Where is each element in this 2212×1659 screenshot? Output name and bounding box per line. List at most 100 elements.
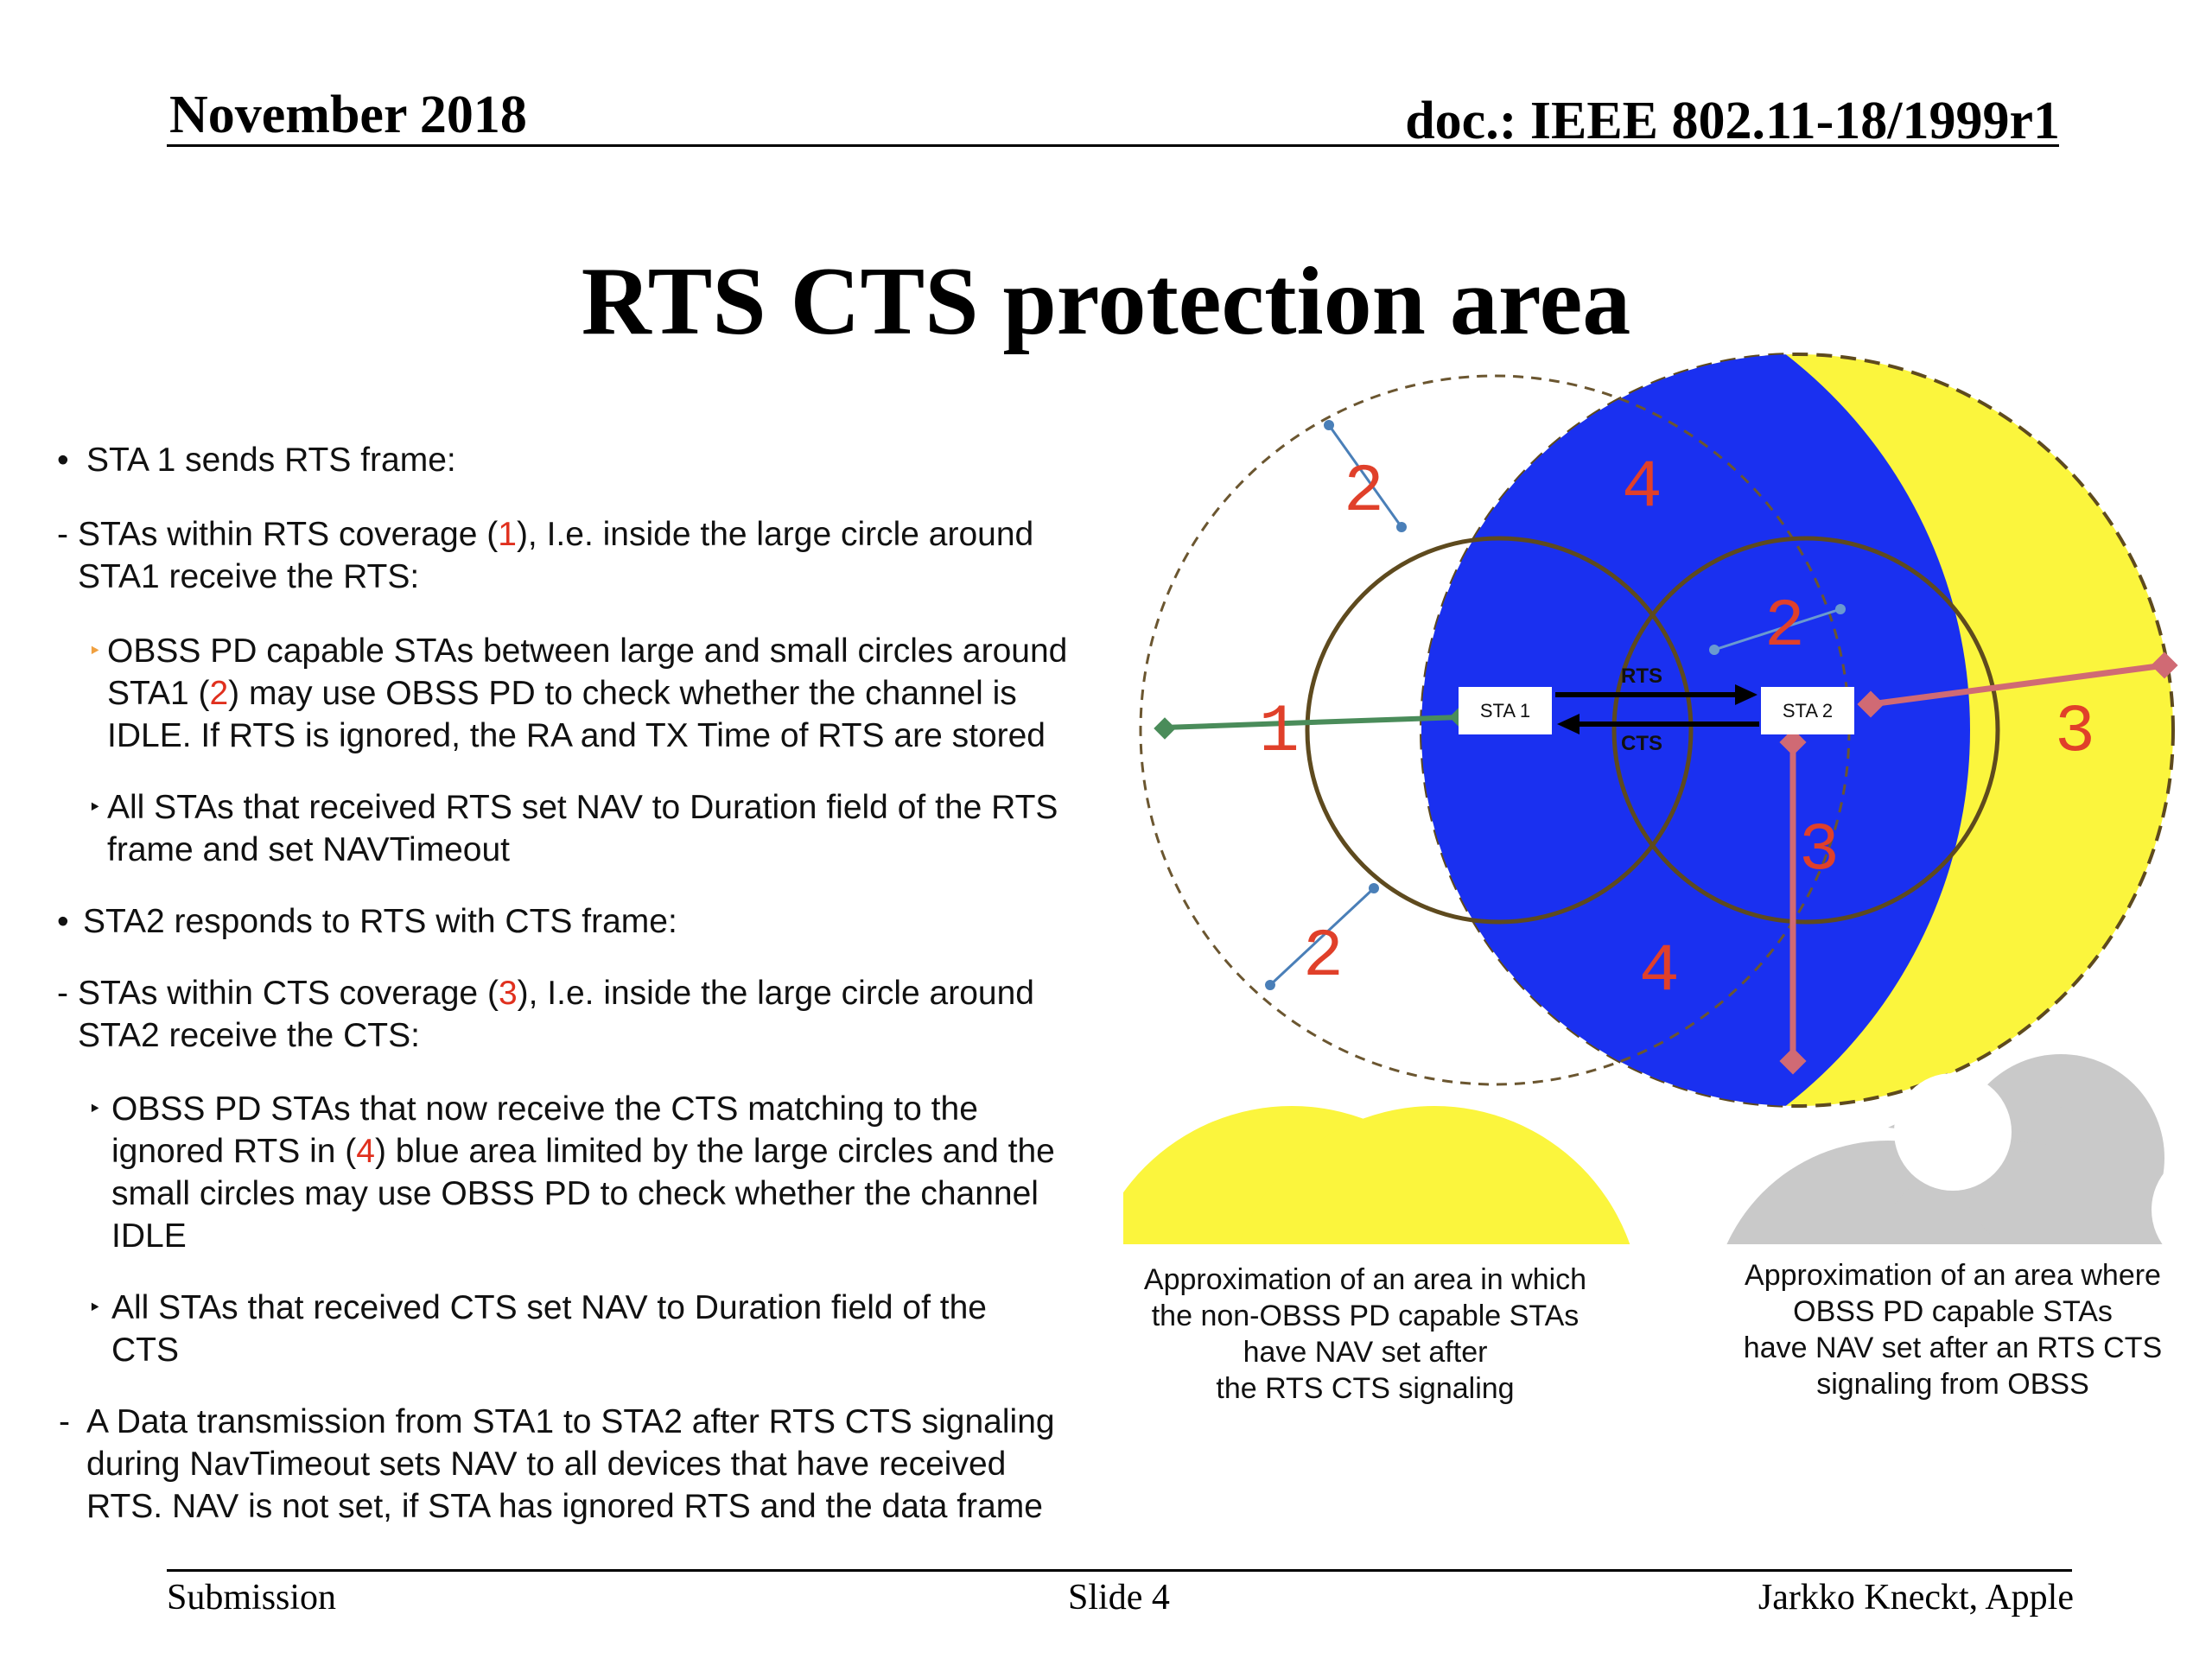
- bullet-text: STA1 (: [107, 675, 210, 712]
- slide-title: RTS CTS protection area: [581, 248, 1631, 355]
- bullet-text: ignored RTS in (: [111, 1133, 357, 1170]
- bullet-text: RTS. NAV is not set, if STA has ignored …: [86, 1488, 1043, 1525]
- area-label-3-bottom: 3: [1799, 813, 1840, 889]
- bullet-text: STAs within CTS coverage (: [78, 975, 499, 1012]
- gap-endpoint: [1396, 522, 1407, 532]
- gray-area-note: Approximation of an area where OBSS PD c…: [1711, 1257, 2195, 1402]
- bullet-text: IDLE: [111, 1217, 187, 1255]
- sta1-label: STA 1: [1480, 700, 1530, 721]
- sta2-label: STA 2: [1783, 700, 1833, 721]
- header-doc-id: doc.: IEEE 802.11-18/1999r1: [1405, 92, 2060, 150]
- note-line: signaling from OBSS: [1816, 1368, 2089, 1401]
- bullet-text: CTS: [111, 1332, 179, 1369]
- bullet-text: ) blue area limited by the large circles…: [374, 1133, 1055, 1170]
- area-label-3-right: 3: [2055, 695, 2095, 771]
- bullet-dot: •: [57, 442, 69, 479]
- bullet-text: STA2 responds to RTS with CTS frame:: [83, 903, 677, 940]
- sta2-small-circle: [1611, 536, 2000, 925]
- bullet-sta2-responds: • STA2 responds to RTS with CTS frame:: [57, 900, 1094, 943]
- note-line: the non-OBSS PD capable STAs: [1151, 1300, 1580, 1332]
- bullet-sta1-sends: • STA 1 sends RTS frame:: [57, 439, 1094, 481]
- bullet-text: IDLE. If RTS is ignored, the RA and TX T…: [107, 717, 1046, 754]
- bullet-dash: -: [57, 516, 68, 553]
- bullet-text: A Data transmission from STA1 to STA2 af…: [86, 1403, 1055, 1440]
- bullet-text: All STAs that received CTS set NAV to Du…: [111, 1289, 987, 1326]
- cts-label: CTS: [1621, 732, 1662, 755]
- gap-endpoint: [1369, 883, 1379, 893]
- bullet-text: ), I.e. inside the large circle around: [516, 516, 1034, 553]
- pink-endpoint: [1779, 1047, 1807, 1075]
- rts-range-line: [1163, 715, 1461, 730]
- bullet-text: STA1 receive the RTS:: [78, 558, 420, 595]
- header-date: November 2018: [169, 86, 527, 144]
- area-label-1: 1: [1259, 695, 1300, 771]
- bullet-text: STAs within RTS coverage (: [78, 516, 499, 553]
- pink-endpoint: [1779, 728, 1807, 756]
- area-ref-4: 4: [356, 1133, 375, 1170]
- bullet-text: ), I.e. inside the large circle around: [517, 975, 1034, 1012]
- bullet-text: All STAs that received RTS set NAV to Du…: [107, 789, 1058, 826]
- area-label-2-mid: 2: [1764, 589, 1805, 665]
- bullet-cts-coverage: - STAs within CTS coverage (3), I.e. ins…: [57, 972, 1094, 1057]
- rts-label: RTS: [1621, 664, 1662, 688]
- note-line: OBSS PD capable STAs: [1793, 1295, 2113, 1328]
- bullet-obss-pd-capable: ‣ OBSS PD capable STAs between large and…: [57, 630, 1094, 757]
- radius-gap-line-top: [1327, 424, 1403, 528]
- bullet-text: OBSS PD capable STAs between large and s…: [107, 632, 1068, 670]
- rts-arrowhead: [1735, 684, 1758, 705]
- area-ref-3: 3: [498, 975, 518, 1012]
- cts-range-line-horizontal: [1870, 662, 2165, 708]
- gray-approximation-shape: [1726, 1054, 2212, 1244]
- area-label-2-bottom: 2: [1303, 919, 1344, 995]
- bullet-data-transmission: - A Data transmission from STA1 to STA2 …: [57, 1401, 1094, 1528]
- header-rule: [167, 144, 2059, 147]
- cts-arrowhead: [1557, 714, 1580, 734]
- green-endpoint-left: [1154, 717, 1176, 740]
- pink-endpoint: [2151, 652, 2178, 679]
- bullet-dot: •: [57, 903, 69, 940]
- bullet-arrow: ‣: [88, 1096, 102, 1122]
- note-line: Approximation of an area where: [1745, 1259, 2161, 1292]
- radius-gap-line-bottom: [1268, 887, 1376, 987]
- note-line: Approximation of an area in which: [1143, 1263, 1587, 1296]
- gap-endpoint: [1835, 604, 1846, 614]
- sta2-box: [1761, 687, 1854, 734]
- area-ref-1: 1: [498, 516, 517, 553]
- coverage-diagram: STA 1 STA 2 RTS CTS 1 2 2 2 3 3 4 4: [1123, 353, 2212, 1244]
- bullet-obss-pd-cts: ‣ OBSS PD STAs that now receive the CTS …: [57, 1088, 1094, 1257]
- radius-gap-line-mid: [1713, 607, 1841, 652]
- footer-rule: [167, 1569, 2072, 1572]
- note-line: the RTS CTS signaling: [1216, 1372, 1515, 1405]
- area-label-2-top: 2: [1344, 454, 1384, 531]
- bullet-text: ) may use OBSS PD to check whether the c…: [228, 675, 1017, 712]
- footer-submission: Submission: [167, 1578, 337, 1618]
- gap-endpoint: [1709, 645, 1719, 655]
- bullet-arrow: ‣: [88, 794, 102, 820]
- note-line: have NAV set after: [1243, 1336, 1488, 1369]
- bullet-text: frame and set NAVTimeout: [107, 831, 511, 868]
- gap-endpoint: [1265, 980, 1275, 990]
- bullet-text: STA2 receive the CTS:: [78, 1017, 420, 1054]
- gap-endpoint: [1324, 420, 1334, 430]
- bullet-text: small circles may use OBSS PD to check w…: [111, 1175, 1039, 1212]
- sta1-small-circle: [1305, 536, 1694, 925]
- pink-endpoint: [1857, 690, 1885, 718]
- bullet-list: • STA 1 sends RTS frame: - STAs within R…: [57, 439, 1094, 1525]
- area-label-4-top: 4: [1622, 450, 1662, 526]
- bullet-text: STA 1 sends RTS frame:: [86, 442, 456, 479]
- sta1-box: [1459, 687, 1552, 734]
- area-label-4-bottom: 4: [1639, 934, 1680, 1010]
- yellow-area-note: Approximation of an area in which the no…: [1123, 1262, 1607, 1407]
- bullet-arrow: ‣: [88, 1294, 102, 1320]
- footer-author: Jarkko Kneckt, Apple: [1758, 1578, 2074, 1618]
- yellow-approximation-shape: [1123, 1106, 1630, 1244]
- bullet-dash: -: [57, 975, 68, 1012]
- bullet-rts-coverage: - STAs within RTS coverage (1), I.e. ins…: [57, 513, 1094, 598]
- footer-slide-number: Slide 4: [1068, 1578, 1170, 1618]
- bullet-nav-cts: ‣ All STAs that received CTS set NAV to …: [57, 1287, 1094, 1371]
- bullet-text: OBSS PD STAs that now receive the CTS ma…: [111, 1090, 978, 1128]
- bullet-dash: -: [59, 1403, 70, 1440]
- bullet-text: during NavTimeout sets NAV to all device…: [86, 1446, 1007, 1483]
- bullet-arrow: ‣: [88, 638, 102, 664]
- area-ref-2: 2: [209, 675, 229, 712]
